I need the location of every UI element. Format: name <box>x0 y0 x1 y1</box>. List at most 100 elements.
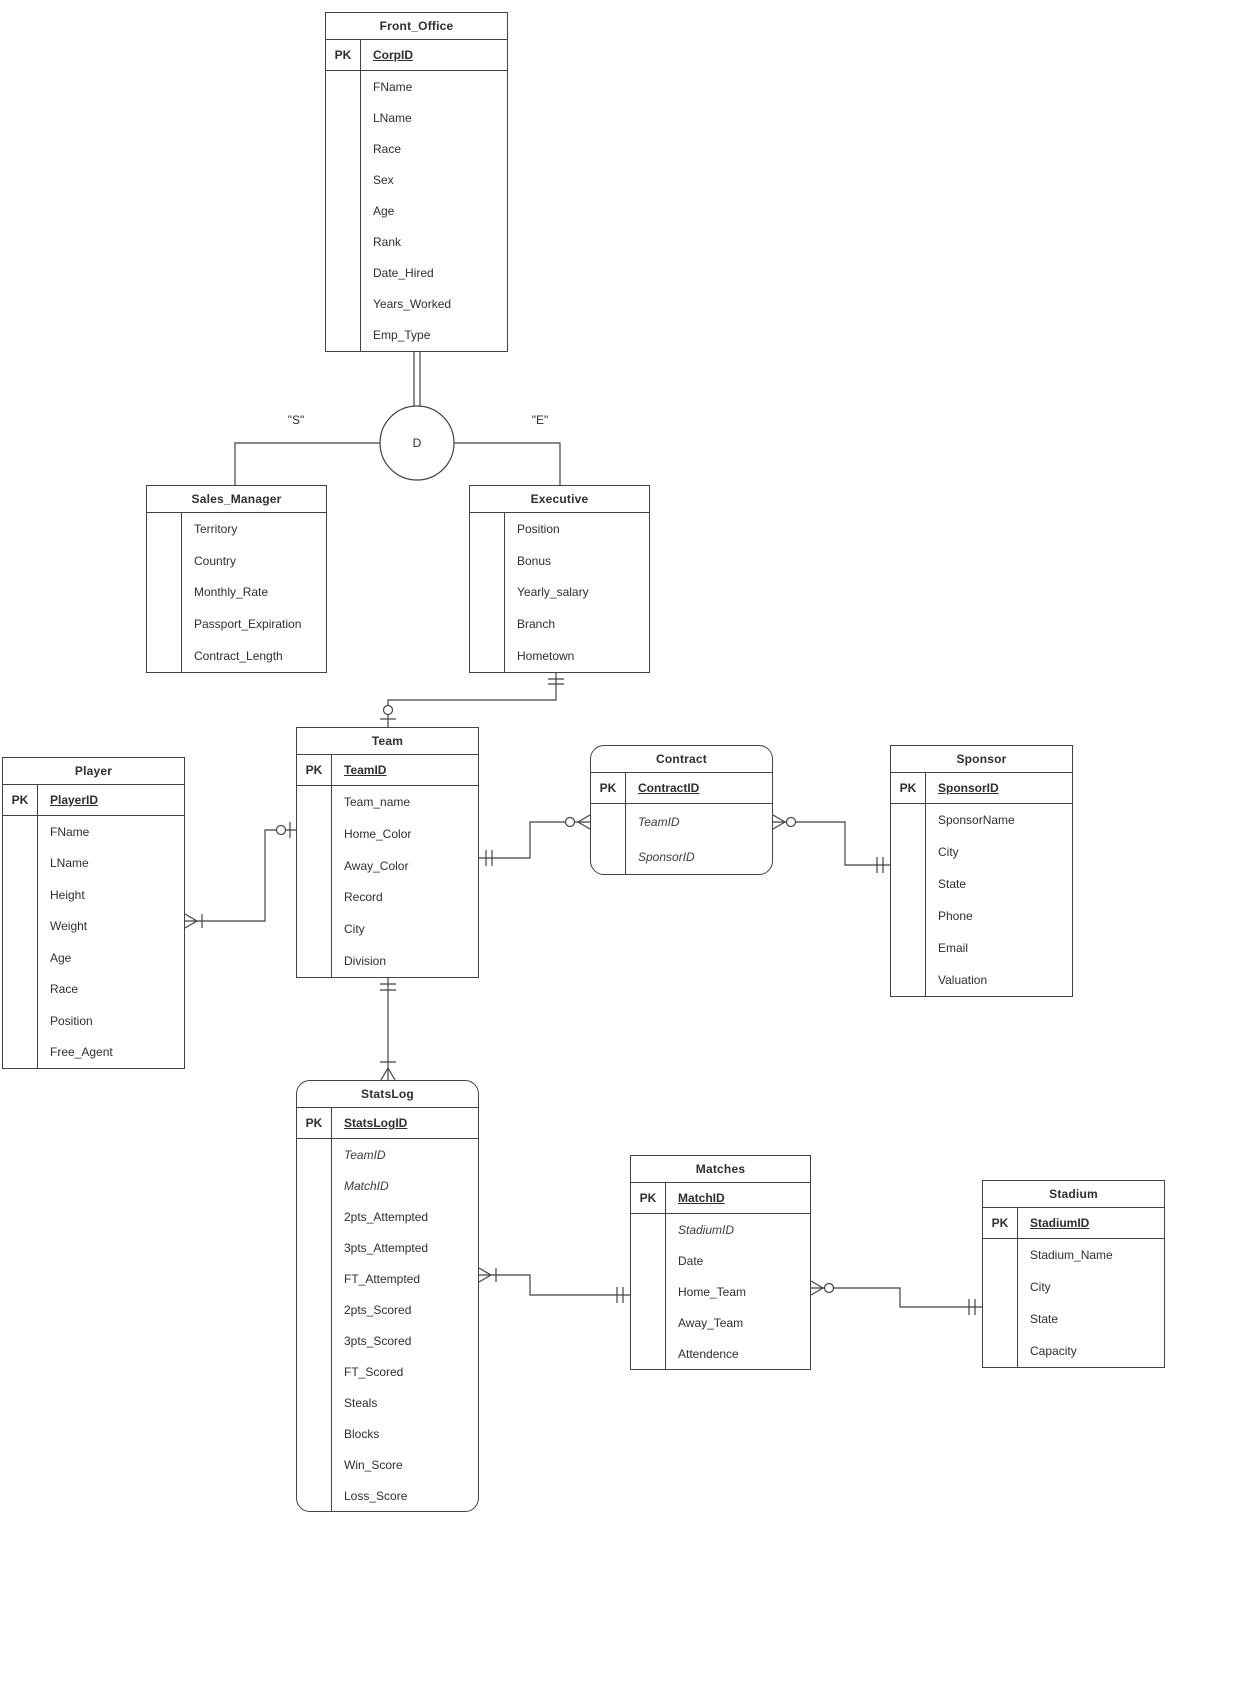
attribute-row[interactable]: Free_Agent <box>50 1045 113 1060</box>
attribute-row[interactable]: Position <box>517 521 560 536</box>
attribute-row[interactable]: Territory <box>194 521 238 536</box>
attribute-row[interactable]: Blocks <box>344 1426 380 1441</box>
attribute-row[interactable]: Yearly_salary <box>517 585 589 600</box>
pk-row[interactable]: PK SponsorID <box>891 773 1072 804</box>
pk-attribute: SponsorID <box>938 781 999 795</box>
attribute-row[interactable]: Rank <box>373 235 402 250</box>
attribute-row[interactable]: Country <box>194 553 237 568</box>
attribute-row[interactable]: MatchID <box>344 1178 389 1193</box>
attribute-row[interactable]: Email <box>938 941 969 955</box>
attribute-row[interactable]: Attendence <box>678 1346 739 1361</box>
attribute-row[interactable]: Position <box>50 1013 93 1028</box>
attribute-row[interactable]: FT_Scored <box>344 1364 404 1379</box>
attribute-row[interactable]: 2pts_Attempted <box>344 1209 429 1224</box>
attribute-row[interactable]: Steals <box>344 1395 378 1410</box>
attribute-row[interactable]: Passport_Expiration <box>194 617 302 632</box>
attribute-row[interactable]: FName <box>373 79 413 94</box>
attribute-row[interactable]: 2pts_Scored <box>344 1302 412 1317</box>
attribute-row[interactable]: Monthly_Rate <box>194 585 269 600</box>
attribute-row[interactable]: TeamID <box>638 814 680 829</box>
attribute-row[interactable]: Win_Score <box>344 1457 403 1472</box>
connector-team-player[interactable] <box>184 822 296 929</box>
attribute-row[interactable]: City <box>344 922 365 937</box>
attribute-row[interactable]: Record <box>344 890 383 905</box>
attribute-row[interactable]: Height <box>50 887 85 902</box>
branch-label-e[interactable]: "E" <box>531 413 549 427</box>
pk-label: PK <box>899 781 917 795</box>
attribute-row[interactable]: Phone <box>938 909 973 923</box>
connector-team-statslog[interactable] <box>380 978 396 1081</box>
connector-matches-stadium[interactable] <box>810 1280 982 1315</box>
attribute-row[interactable]: State <box>938 877 967 891</box>
attribute-row[interactable]: Home_Color <box>344 826 412 841</box>
attribute-row[interactable]: City <box>1030 1280 1051 1294</box>
attribute-row[interactable]: SponsorID <box>638 849 695 864</box>
attribute-row[interactable]: Branch <box>517 617 556 632</box>
attribute-row[interactable]: Emp_Type <box>373 328 431 343</box>
entity-title-sponsor: Sponsor <box>891 746 1072 773</box>
attribute-row[interactable]: TeamID <box>344 1147 386 1162</box>
attribute-row[interactable]: Away_Color <box>344 858 409 873</box>
d-circle-label[interactable]: D <box>412 436 422 450</box>
attribute-row[interactable]: Race <box>50 982 79 997</box>
attribute-row[interactable]: StadiumID <box>678 1222 735 1237</box>
attribute-row[interactable]: Bonus <box>517 553 552 568</box>
pk-label: PK <box>305 763 323 777</box>
attribute-row[interactable]: Age <box>50 950 72 965</box>
attribute-row[interactable]: Team_name <box>344 794 411 809</box>
attribute-row[interactable]: City <box>938 845 959 859</box>
connector-team-contract[interactable] <box>479 814 591 866</box>
attribute-row[interactable]: Valuation <box>938 973 988 987</box>
attribute-row[interactable]: Stadium_Name <box>1030 1248 1113 1262</box>
attribute-row[interactable]: FT_Attempted <box>344 1271 421 1286</box>
attribute-row[interactable]: Date_Hired <box>373 266 434 281</box>
attribute-row[interactable]: 3pts_Attempted <box>344 1240 429 1255</box>
attribute-row[interactable]: Division <box>344 954 387 969</box>
branch-label-s[interactable]: "S" <box>287 413 305 427</box>
attribute-row[interactable]: Years_Worked <box>373 297 452 312</box>
attribute-row[interactable]: Race <box>373 141 402 156</box>
attribute-row[interactable]: LName <box>50 856 89 871</box>
attribute-row[interactable]: SponsorName <box>938 813 1015 827</box>
attribute-row[interactable]: State <box>1030 1312 1059 1326</box>
attribute-row[interactable]: Date <box>678 1253 704 1268</box>
connector-executive-team[interactable] <box>380 673 564 727</box>
pk-attribute: MatchID <box>678 1191 725 1205</box>
attribute-row[interactable]: Capacity <box>1030 1344 1077 1358</box>
attribute-row[interactable]: LName <box>373 110 412 125</box>
attribute-row[interactable]: Hometown <box>517 649 575 664</box>
connector-statslog-matches[interactable] <box>478 1267 630 1303</box>
attribute-row[interactable]: Loss_Score <box>344 1488 408 1503</box>
attribute-row[interactable]: 3pts_Scored <box>344 1333 412 1348</box>
attribute-row[interactable]: Away_Team <box>678 1315 744 1330</box>
connector-front-office-specialization[interactable] <box>413 352 421 406</box>
attribute-row[interactable]: Age <box>373 203 395 218</box>
attribute-row[interactable]: FName <box>50 824 90 839</box>
attribute-row[interactable]: Contract_Length <box>194 649 283 664</box>
attribute-row[interactable]: Sex <box>373 172 394 187</box>
attribute-row[interactable]: Home_Team <box>678 1284 747 1299</box>
connector-d-sales-manager[interactable] <box>234 442 380 485</box>
attribute-row[interactable]: Weight <box>50 919 88 934</box>
connector-d-executive[interactable] <box>454 442 561 485</box>
connector-contract-sponsor[interactable] <box>772 814 890 873</box>
